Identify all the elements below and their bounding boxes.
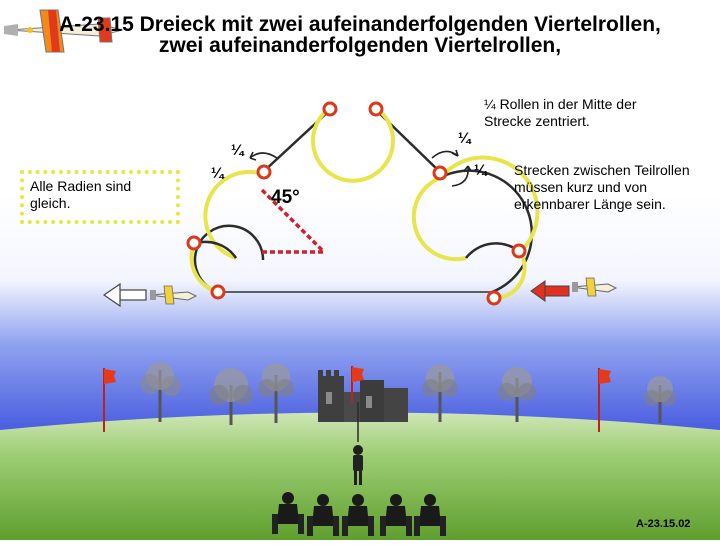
spectator-icon [380,494,412,536]
tree-icon [209,368,253,425]
spectator-icon [342,494,374,536]
figure-title: A-23.15 Dreieck mit zwei aufeinanderfolg… [0,14,720,56]
castle-icon [318,370,408,422]
note-segments: Strecken zwischen Teilrollen müssen kurz… [514,162,690,212]
tree-icon [498,367,536,422]
tree-icon [644,376,676,423]
spectator-icon [414,494,446,536]
title-line-2: zwei aufeinanderfolgenden Viertelrollen, [158,34,562,57]
figure-markers [186,101,527,306]
roll-arc-icons [249,149,472,187]
angle-label: 45° [271,187,300,208]
quarter-label: ¼ [211,165,224,182]
spectator-icon [272,492,304,534]
model-plane-icon [571,277,618,297]
tree-icon [258,363,294,423]
title-line-1: A-23.15 Dreieck mit zwei aufeinanderfolg… [59,13,661,36]
quarter-label: ¼ [458,130,471,147]
airplane-logo-icon [4,9,124,53]
tree-icon [140,362,181,422]
figure-code: A-23.15.02 [636,518,691,530]
tree-icon [422,364,458,422]
flag-icon [351,366,364,402]
entry-arrow-icon [530,280,570,302]
spectator-icon [307,494,339,536]
angle-reference-line [260,188,324,252]
note-radii-box: Alle Radien sind gleich. [20,170,180,224]
quarter-label: ¼ [474,162,487,179]
quarter-label: ¼ [231,142,244,159]
exit-arrow-icon [102,282,147,308]
flag-icon [103,368,116,432]
note-rolls-centered: ¼ Rollen in der Mitte der Strecke zentri… [484,96,637,129]
pilot-icon [353,445,363,485]
flag-icon [598,368,611,432]
note-radii: Alle Radien sind gleich. [30,178,132,211]
model-plane-icon [149,285,198,305]
